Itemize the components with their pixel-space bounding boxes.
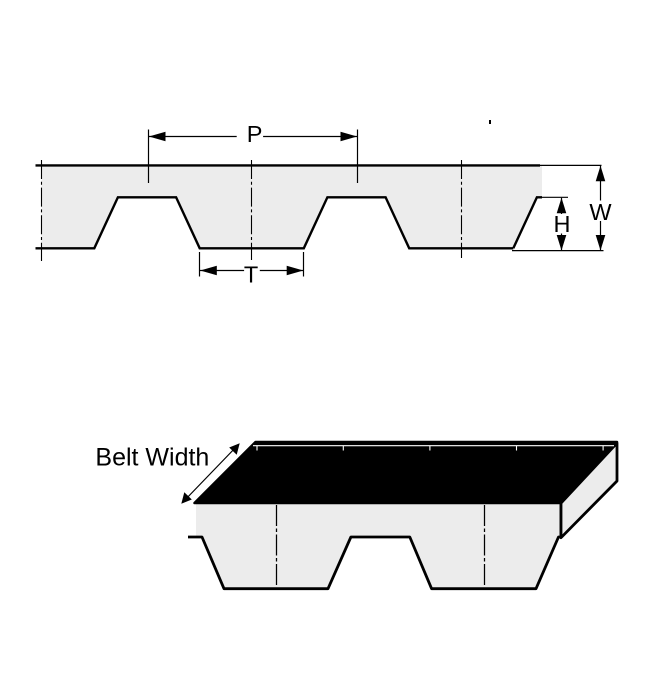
svg-text:P: P: [247, 121, 263, 147]
svg-text:T: T: [244, 262, 258, 288]
svg-text:W: W: [589, 199, 612, 225]
svg-text:H: H: [554, 211, 571, 237]
svg-text:Belt Width: Belt Width: [95, 443, 209, 471]
